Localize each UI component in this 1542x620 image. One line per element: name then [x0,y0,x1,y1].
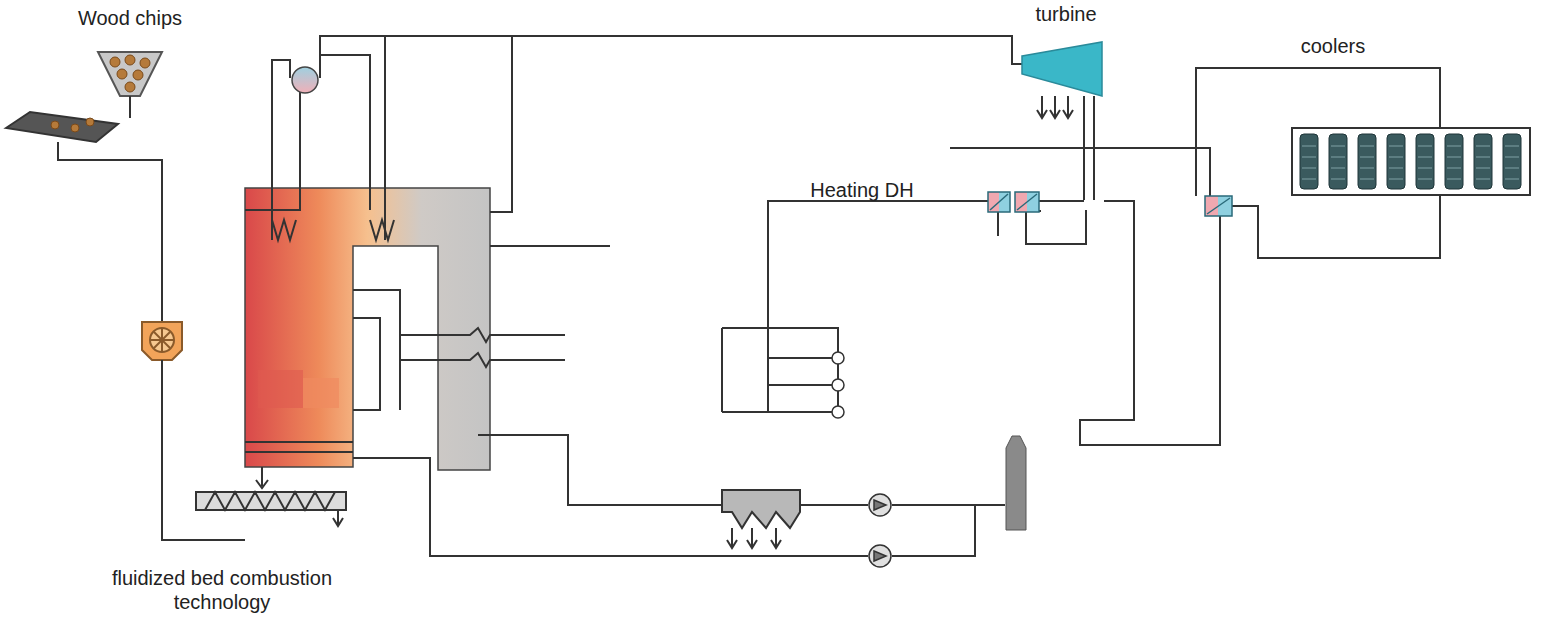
fin-stroke [1389,157,1403,158]
turbine-label: turbine [1006,2,1126,26]
fin-stroke [1418,168,1432,169]
fin-stroke [1476,157,1490,158]
cooler-fin [1474,134,1492,189]
feed-label: Wood chips [75,6,185,30]
fin-stroke [1360,157,1374,158]
heating-label: Heating DH [777,178,947,202]
fin-stroke [1476,146,1490,147]
fin-stroke [1360,146,1374,147]
cooler-fin [1387,134,1405,189]
fin-stroke [1418,157,1432,158]
fin-stroke [1302,146,1316,147]
fin-stroke [1331,146,1345,147]
fin-stroke [1331,157,1345,158]
fin-stroke [1360,168,1374,169]
fin-stroke [1505,146,1519,147]
cooler-fin [1503,134,1521,189]
cooler-label: coolers [1273,34,1393,58]
fin-stroke [1505,157,1519,158]
fin-stroke [1447,168,1461,169]
cooler-fin [1329,134,1347,189]
fin-stroke [1389,168,1403,169]
fin-stroke [1389,146,1403,147]
boiler-label: fluidized bed combustion technology [77,566,367,614]
fin-stroke [1389,179,1403,180]
fin-stroke [1476,168,1490,169]
cooler-fin [1445,134,1463,189]
fin-stroke [1447,179,1461,180]
cooler-fin [1300,134,1318,189]
fin-stroke [1505,179,1519,180]
cooler-fin [1416,134,1434,189]
fin-stroke [1360,179,1374,180]
fin-stroke [1476,179,1490,180]
fin-stroke [1331,168,1345,169]
fin-stroke [1418,146,1432,147]
fin-stroke [1447,157,1461,158]
fin-stroke [1302,168,1316,169]
fin-stroke [1505,168,1519,169]
fin-stroke [1447,146,1461,147]
cooler-fin [1358,134,1376,189]
fin-stroke [1302,157,1316,158]
fin-stroke [1418,179,1432,180]
fin-stroke [1302,179,1316,180]
fin-stroke [1331,179,1345,180]
